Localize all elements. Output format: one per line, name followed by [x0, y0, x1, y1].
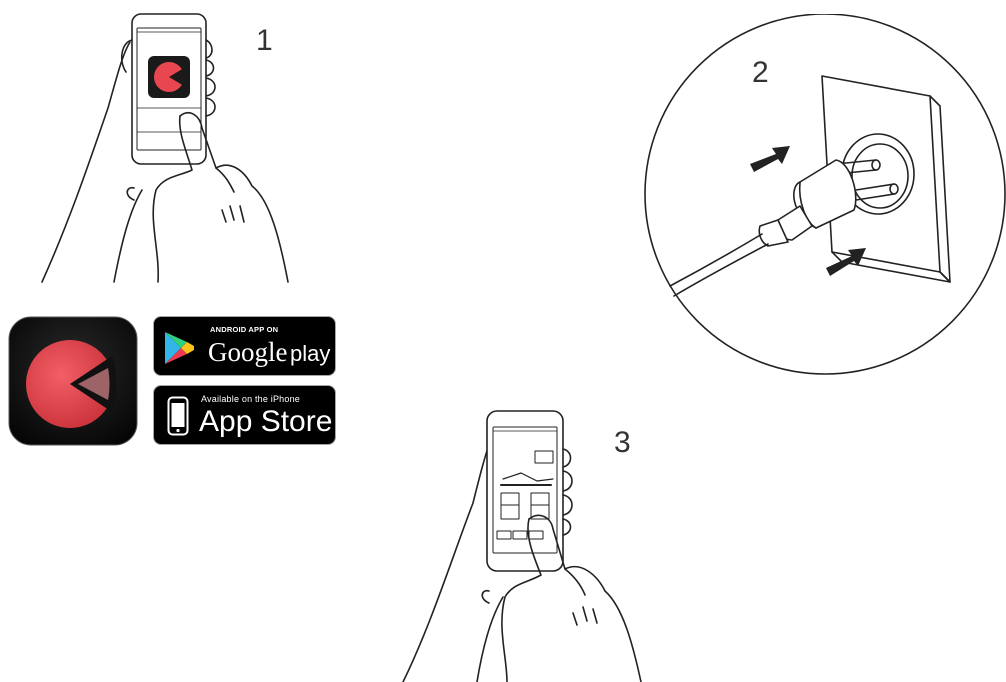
app-logo-icon: [8, 316, 138, 446]
play-triangle-icon: [163, 331, 195, 365]
step2-illustration: [640, 14, 1006, 380]
iphone-icon: [167, 396, 189, 436]
app-store-badge[interactable]: Available on the iPhone App Store: [153, 385, 336, 445]
google-play-badge[interactable]: ANDROID APP ON Google play: [153, 316, 336, 376]
badge-caption: Available on the iPhone: [201, 394, 300, 404]
left-hand: [42, 42, 130, 282]
step-number: 3: [614, 428, 631, 458]
step-number: 1: [256, 26, 273, 56]
badge-caption: ANDROID APP ON: [210, 325, 278, 334]
badge-brand-suffix: play: [290, 341, 330, 367]
badge-brand: App Store: [199, 405, 332, 439]
badge-brand: Google: [208, 337, 287, 368]
step-number: 2: [752, 58, 769, 88]
